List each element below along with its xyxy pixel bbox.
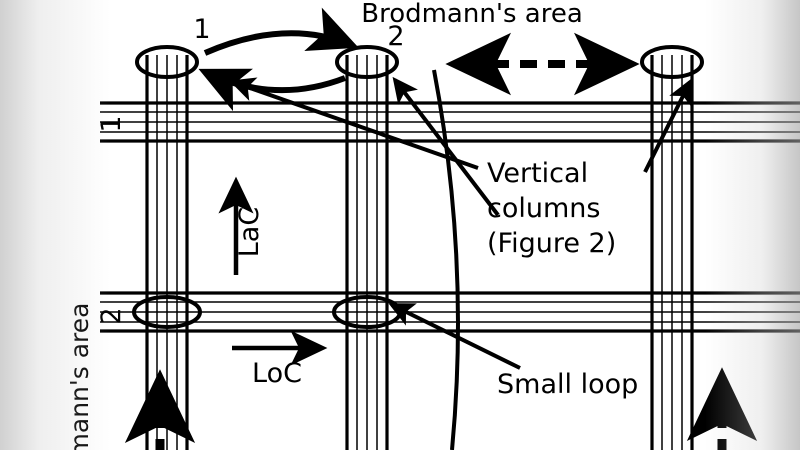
column-label-1: 1: [193, 14, 210, 45]
small-loop-long-curve: [432, 69, 460, 450]
callout-small-loop: Small loop: [497, 369, 638, 400]
callout-leader-small-loop: [388, 303, 521, 370]
ellipse-column-1-band-2[interactable]: [132, 295, 202, 329]
ellipse-column-1-top[interactable]: [135, 45, 199, 79]
horizontal-band-1: [100, 101, 800, 143]
column-label-2: 2: [387, 21, 404, 52]
callout-vertical-columns-line-2: columns: [487, 193, 600, 224]
lac-label: LaC: [234, 207, 265, 257]
column-group-1[interactable]: [145, 55, 189, 450]
band-label-1: 1: [96, 115, 127, 132]
curved-loop-arrow-col1-col2: [198, 7, 359, 112]
column-group-2[interactable]: [345, 55, 389, 450]
diagram-title: Brodmann's area: [361, 0, 583, 29]
band-label-2: 2: [96, 307, 127, 324]
loc-label: LoC: [252, 358, 302, 389]
callout-vertical-columns-line-3: (Figure 2): [487, 228, 616, 259]
axis-label-brodmanns-area: mann's area: [65, 303, 94, 450]
callout-vertical-columns-line-1: Vertical: [487, 158, 588, 189]
ellipse-column-2-top[interactable]: [335, 45, 399, 79]
ellipse-column-3-top[interactable]: [640, 45, 704, 79]
horizontal-band-2: [100, 291, 800, 333]
callout-leader-vertical-columns: [229, 76, 692, 217]
